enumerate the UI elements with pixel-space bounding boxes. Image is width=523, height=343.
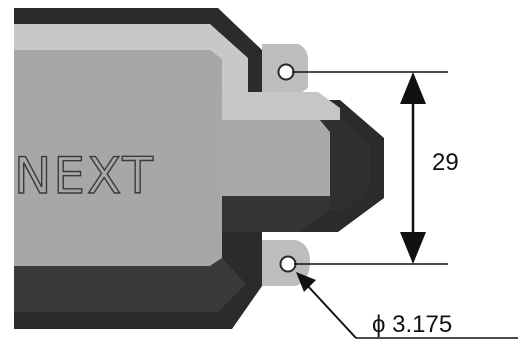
- leader-arrowhead: [296, 272, 316, 292]
- body-lower-bevel: [14, 258, 246, 312]
- mounting-hole-top: [277, 63, 295, 81]
- arrowhead-top: [400, 72, 426, 104]
- mounting-hole-bottom: [279, 255, 297, 273]
- connector-lower-face: [222, 196, 330, 232]
- hole-diameter-label: ϕ 3.175: [372, 311, 452, 338]
- connector-top-face: [222, 92, 340, 120]
- connector-front-face: [222, 120, 330, 196]
- connector-end-chamfer: [320, 120, 370, 210]
- arrowhead-bottom: [400, 232, 426, 264]
- body-top-face: [14, 24, 248, 92]
- hole-spacing-label: 29: [432, 149, 459, 176]
- logo-text: NEXT: [14, 147, 155, 205]
- leader-line: [305, 283, 357, 339]
- body-front-face: [14, 50, 222, 266]
